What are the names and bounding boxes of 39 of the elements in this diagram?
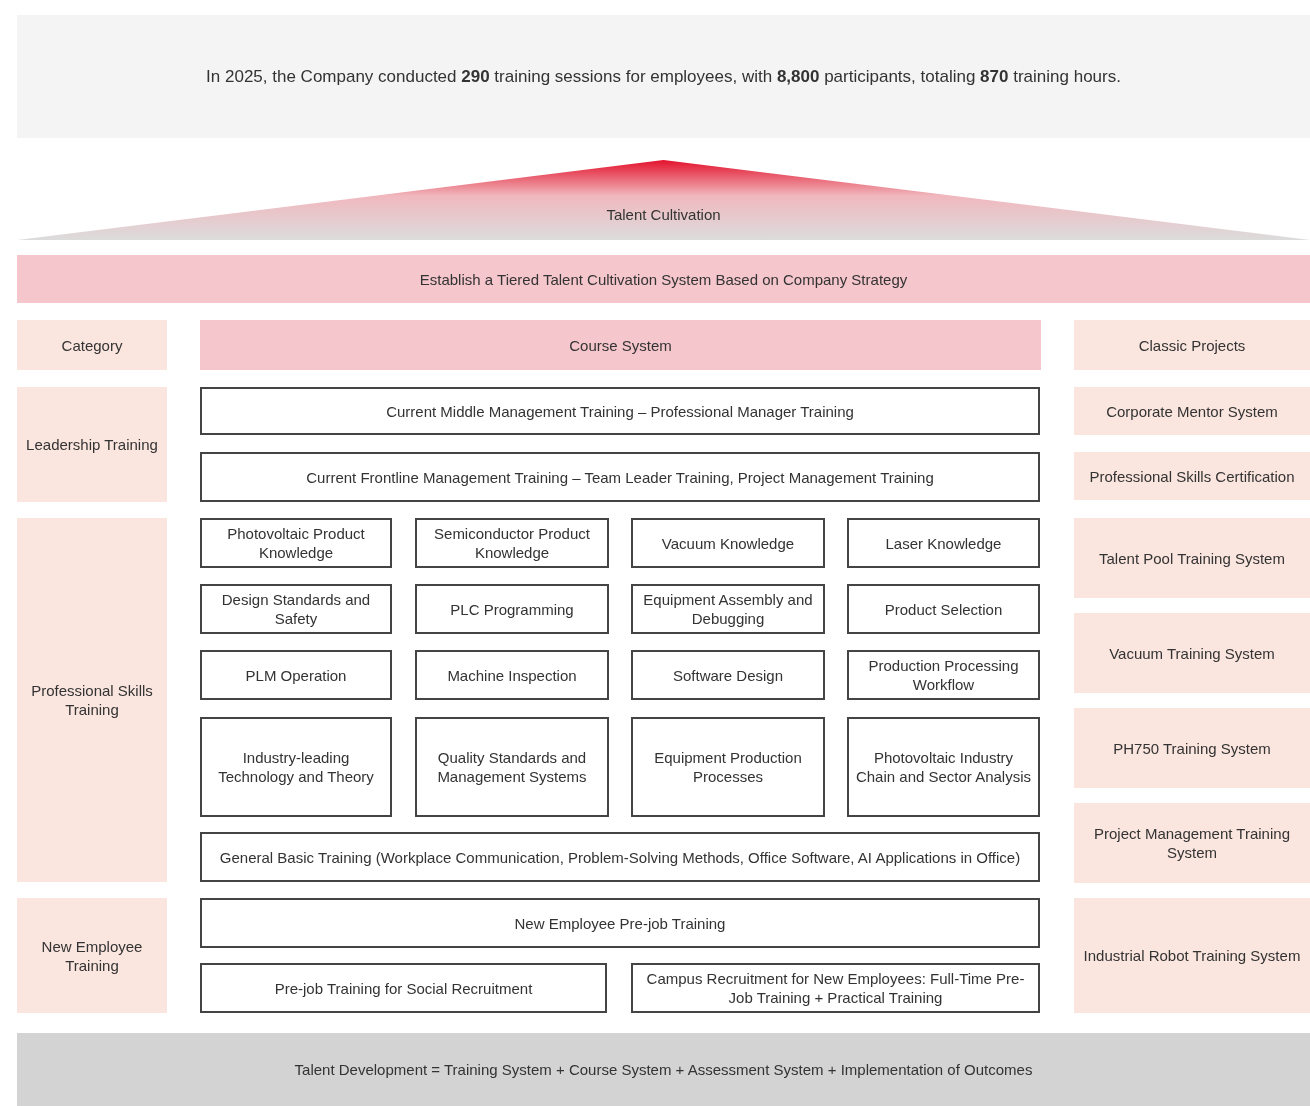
course-box: Photovoltaic Product Knowledge — [200, 518, 392, 568]
project-panel: Professional Skills Certification — [1074, 452, 1310, 500]
project-panel: Corporate Mentor System — [1074, 387, 1310, 435]
project-panel: Vacuum Training System — [1074, 613, 1310, 693]
course-box: New Employee Pre-job Training — [200, 898, 1040, 948]
course-box: Quality Standards and Management Systems — [415, 717, 609, 817]
course-box: Production Processing Workflow — [847, 650, 1040, 700]
course-box: Vacuum Knowledge — [631, 518, 825, 568]
category-panel: Professional Skills Training — [17, 518, 167, 882]
category-panel: Leadership Training — [17, 387, 167, 502]
title-banner: In 2025, the Company conducted 290 training sessions for employees, with 8,800 participants, totaling 870 training hours. — [17, 15, 1310, 138]
course-box: Equipment Assembly and Debugging — [631, 584, 825, 634]
course-box: Campus Recruitment for New Employees: Full-Time Pre-Job Training + Practical Training — [631, 963, 1040, 1013]
column-header: Category — [17, 320, 167, 370]
project-panel: Talent Pool Training System — [1074, 518, 1310, 598]
course-box: Current Middle Management Training – Professional Manager Training — [200, 387, 1040, 435]
category-panel: New Employee Training — [17, 898, 167, 1013]
course-box: Product Selection — [847, 584, 1040, 634]
roof-label: Talent Cultivation — [606, 205, 721, 224]
course-box: PLC Programming — [415, 584, 609, 634]
project-panel: Project Management Training System — [1074, 803, 1310, 883]
course-box: Laser Knowledge — [847, 518, 1040, 568]
project-panel: PH750 Training System — [1074, 708, 1310, 788]
column-header: Course System — [200, 320, 1041, 370]
course-box: Industry-leading Technology and Theory — [200, 717, 392, 817]
formula-band: Talent Development = Training System + Course System + Assessment System + Implementation of Outcomes — [17, 1033, 1310, 1106]
course-box: General Basic Training (Workplace Communication, Problem-Solving Methods, Office Software, AI Applications in Office) — [200, 832, 1040, 882]
course-box: Semiconductor Product Knowledge — [415, 518, 609, 568]
course-box: Equipment Production Processes — [631, 717, 825, 817]
course-box: Current Frontline Management Training – Team Leader Training, Project Management Training — [200, 452, 1040, 502]
course-box: Photovoltaic Industry Chain and Sector Analysis — [847, 717, 1040, 817]
column-header: Classic Projects — [1074, 320, 1310, 370]
course-box: Software Design — [631, 650, 825, 700]
course-box: Pre-job Training for Social Recruitment — [200, 963, 607, 1013]
course-box: Design Standards and Safety — [200, 584, 392, 634]
course-box: PLM Operation — [200, 650, 392, 700]
project-panel: Industrial Robot Training System — [1074, 898, 1310, 1013]
strategy-band: Establish a Tiered Talent Cultivation System Based on Company Strategy — [17, 255, 1310, 303]
course-box: Machine Inspection — [415, 650, 609, 700]
